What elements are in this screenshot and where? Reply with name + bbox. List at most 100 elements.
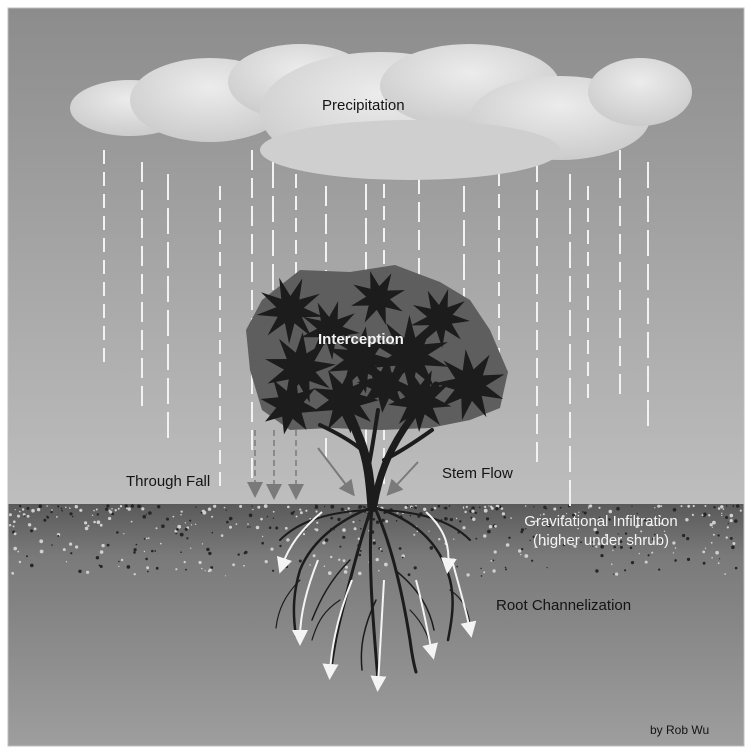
soil-speck <box>378 570 380 572</box>
soil-speck <box>232 563 235 566</box>
precipitation-label: Precipitation <box>322 98 405 113</box>
soil-speck <box>189 520 191 522</box>
soil-speck <box>449 505 451 507</box>
soil-speck <box>226 521 229 524</box>
soil-speck <box>718 562 720 564</box>
soil-speck <box>185 528 188 531</box>
soil-speck <box>488 505 489 506</box>
soil-speck <box>13 525 15 527</box>
soil-speck <box>97 520 101 524</box>
soil-speck <box>185 522 186 523</box>
soil-speck <box>373 542 376 545</box>
soil-speck <box>434 507 436 509</box>
soil-speck <box>40 550 44 554</box>
soil-speck <box>127 565 131 569</box>
soil-speck <box>148 537 150 539</box>
soil-speck <box>456 566 458 568</box>
soil-speck <box>166 518 169 521</box>
soil-speck <box>493 560 495 562</box>
soil-speck <box>483 571 485 573</box>
soil-speck <box>30 529 33 532</box>
soil-speck <box>681 505 683 507</box>
soil-speck <box>236 523 238 525</box>
soil-speck <box>648 554 650 556</box>
soil-speck <box>414 506 417 509</box>
soil-speck <box>100 550 104 554</box>
soil-speck <box>314 528 316 530</box>
soil-speck <box>157 505 160 508</box>
soil-speck <box>612 550 613 551</box>
soil-speck <box>358 506 361 509</box>
soil-speck <box>490 560 492 562</box>
soil-speck <box>560 507 562 509</box>
soil-speck <box>121 559 123 561</box>
soil-speck <box>244 551 247 554</box>
soil-speck <box>380 548 382 550</box>
soil-speck <box>195 524 196 525</box>
soil-speck <box>396 520 398 522</box>
soil-speck <box>402 557 404 559</box>
soil-speck <box>328 571 332 575</box>
soil-speck <box>414 566 417 569</box>
soil-speck <box>148 511 152 515</box>
soil-speck <box>34 528 37 531</box>
soil-speck <box>631 506 632 507</box>
soil-speck <box>146 566 149 569</box>
soil-speck <box>279 545 281 547</box>
soil-speck <box>161 524 165 528</box>
soil-speck <box>740 510 742 512</box>
soil-speck <box>101 544 104 547</box>
soil-speck <box>247 527 248 528</box>
soil-speck <box>373 518 376 521</box>
soil-speck <box>303 533 305 535</box>
soil-speck <box>505 567 507 569</box>
soil-speck <box>134 573 136 575</box>
soil-speck <box>471 506 475 510</box>
soil-speck <box>464 511 466 513</box>
soil-speck <box>257 506 260 509</box>
soil-speck <box>203 511 207 515</box>
soil-speck <box>275 527 278 530</box>
soil-speck <box>315 510 317 512</box>
soil-speck <box>265 560 268 563</box>
soil-speck <box>17 551 19 553</box>
soil-speck <box>313 554 316 557</box>
soil-speck <box>736 504 739 507</box>
soil-speck <box>14 532 17 535</box>
soil-speck <box>175 568 177 570</box>
soil-speck <box>472 518 475 521</box>
soil-speck <box>410 515 412 517</box>
soil-speck <box>181 511 183 513</box>
soil-speck <box>726 505 727 506</box>
soil-speck <box>111 508 113 510</box>
root-channelization-label: Root Channelization <box>496 598 631 613</box>
soil-speck <box>531 560 533 562</box>
soil-speck <box>177 525 181 529</box>
soil-speck <box>734 519 738 523</box>
soil-speck <box>408 573 411 576</box>
soil-speck <box>373 539 375 541</box>
soil-speck <box>143 515 147 519</box>
soil-speck <box>156 527 158 529</box>
soil-speck <box>100 524 103 527</box>
soil-speck <box>84 521 87 524</box>
soil-speck <box>201 568 203 570</box>
soil-speck <box>600 554 603 557</box>
soil-speck <box>484 506 486 508</box>
soil-speck <box>479 507 481 509</box>
soil-speck <box>518 549 521 552</box>
soil-speck <box>22 508 24 510</box>
soil-speck <box>226 510 227 511</box>
soil-speck <box>360 550 362 552</box>
soil-speck <box>316 522 318 524</box>
soil-speck <box>147 571 149 573</box>
soil-speck <box>730 519 733 522</box>
infiltration-label: Gravitational Infiltration (higher under… <box>476 514 726 548</box>
soil-speck <box>466 573 469 576</box>
soil-speck <box>654 507 655 508</box>
soil-speck <box>547 567 548 568</box>
soil-speck <box>444 517 448 521</box>
soil-speck <box>520 554 521 555</box>
soil-speck <box>456 518 457 519</box>
soil-speck <box>264 504 268 508</box>
